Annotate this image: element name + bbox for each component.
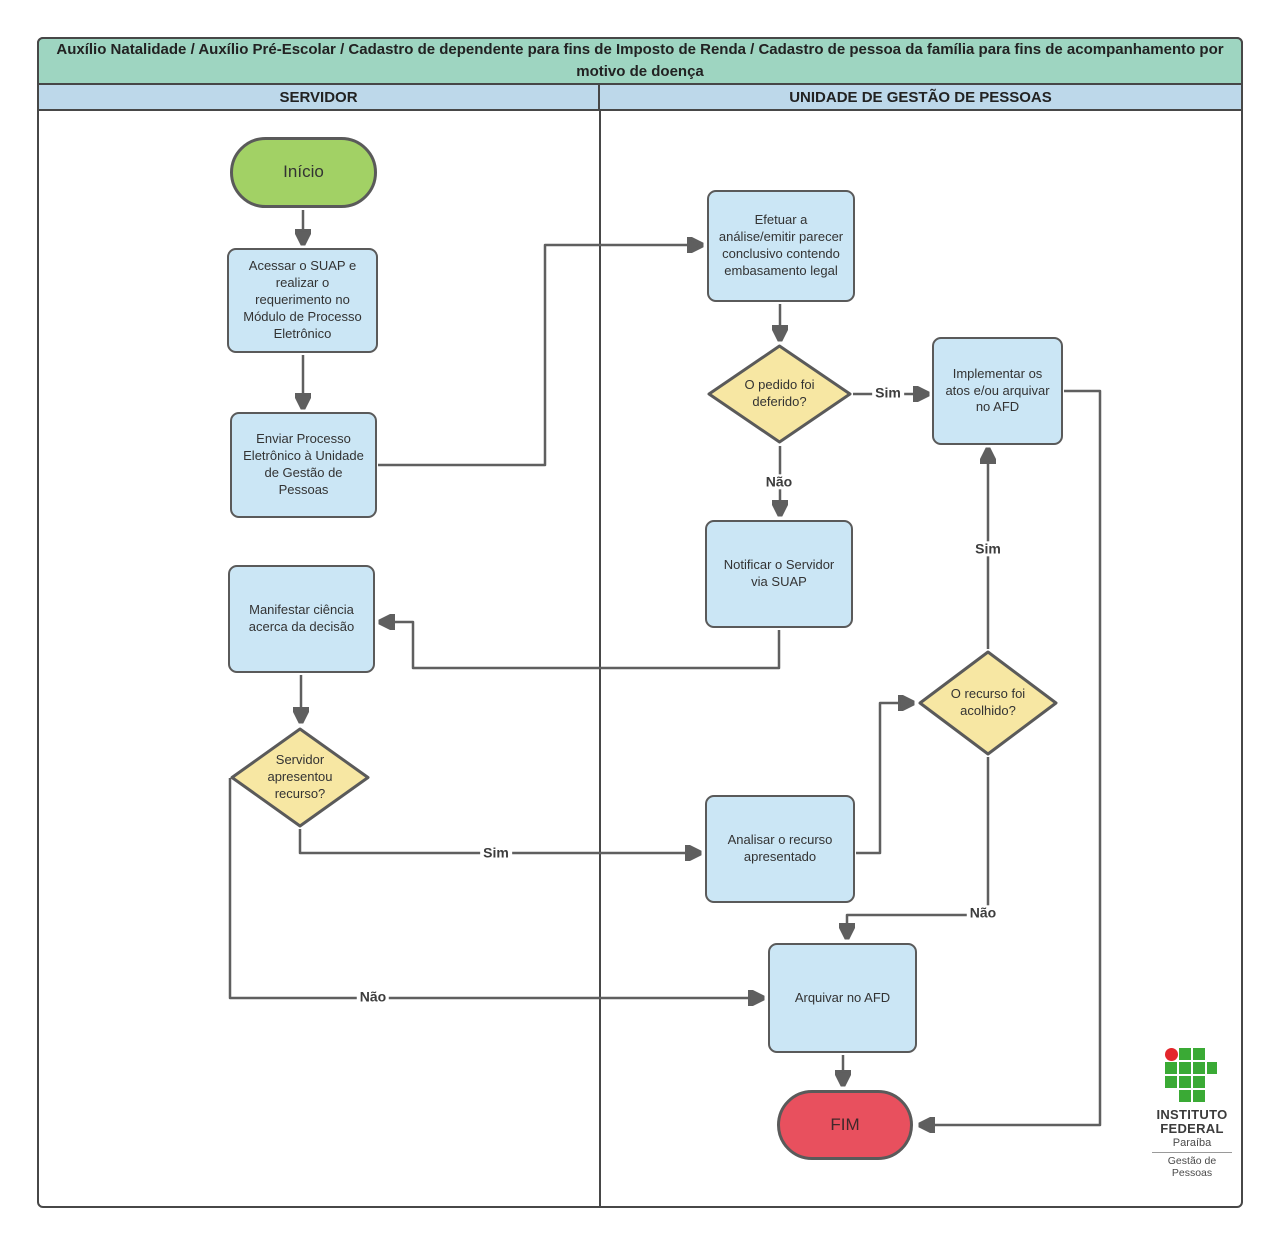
connector-analisar-acolhido [856, 703, 912, 855]
decision-label: Servidor apresentou recurso? [267, 752, 333, 801]
lane-divider [599, 111, 601, 1208]
edge-label-sim: Sim [872, 384, 904, 401]
process-arquivar-afd: Arquivar no AFD [768, 943, 917, 1053]
process-analisar-recurso: Analisar o recurso apresentado [705, 795, 855, 903]
connector-recurso-analisar-sim [298, 829, 699, 853]
end-node: FIM [777, 1090, 913, 1160]
edge-label-nao: Não [762, 473, 796, 490]
diamond-shape [918, 650, 1058, 756]
decision-pedido-deferido: O pedido foi deferido? [707, 344, 852, 444]
process-efetuar-analise: Efetuar a análise/emitir parecer conclus… [707, 190, 855, 302]
connector-recurso-arquivar-nao [228, 778, 762, 998]
process-acessar-suap: Acessar o SUAP e realizar o requerimento… [227, 248, 378, 353]
connector-implementar-fim [921, 389, 1102, 1125]
logo-institution-line1: INSTITUTO [1156, 1107, 1228, 1122]
process-enviar-processo: Enviar Processo Eletrônico à Unidade de … [230, 412, 377, 518]
lane-headers: SERVIDOR UNIDADE DE GESTÃO DE PESSOAS [37, 85, 1243, 111]
diamond-shape [230, 727, 370, 828]
logo-state: Paraíba [1172, 1136, 1212, 1149]
logo-institution-line2: FEDERAL [1160, 1120, 1224, 1136]
decision-servidor-apresentou-recurso: Servidor apresentou recurso? [230, 727, 370, 828]
logo-dept-line2: Pessoas [1171, 1167, 1213, 1180]
connector-enviar-efetuar [378, 245, 701, 467]
logo-dept-line1: Gestão de [1167, 1154, 1217, 1167]
decision-label: O pedido foi deferido? [744, 377, 815, 409]
diamond-shape [707, 344, 852, 444]
edge-label-nao: Não [966, 904, 1000, 921]
edge-label-sim: Sim [480, 844, 512, 861]
lane-header-servidor: SERVIDOR [39, 85, 600, 111]
diagram-title: Auxílio Natalidade / Auxílio Pré-Escolar… [37, 37, 1243, 85]
connector-acolhido-arquivar-nao [847, 757, 990, 937]
edge-label-sim: Sim [972, 540, 1004, 557]
logo-divider [1152, 1151, 1232, 1153]
process-implementar-atos: Implementar os atos e/ou arquivar no AFD [932, 337, 1063, 445]
ifpb-logo: INSTITUTO FEDERAL Paraíba Gestão de Pess… [1144, 1048, 1240, 1180]
decision-label: O recurso foi acolhido? [950, 686, 1026, 718]
start-node: Início [230, 137, 377, 208]
lane-header-gestao-pessoas: UNIDADE DE GESTÃO DE PESSOAS [600, 85, 1241, 111]
connector-notificar-manifestar [381, 622, 781, 670]
process-notificar-servidor: Notificar o Servidor via SUAP [705, 520, 853, 628]
edge-label-nao: Não [356, 988, 390, 1005]
decision-recurso-acolhido: O recurso foi acolhido? [918, 650, 1058, 756]
ifpb-logo-icon [1165, 1048, 1217, 1102]
process-manifestar-ciencia: Manifestar ciência acerca da decisão [228, 565, 375, 673]
